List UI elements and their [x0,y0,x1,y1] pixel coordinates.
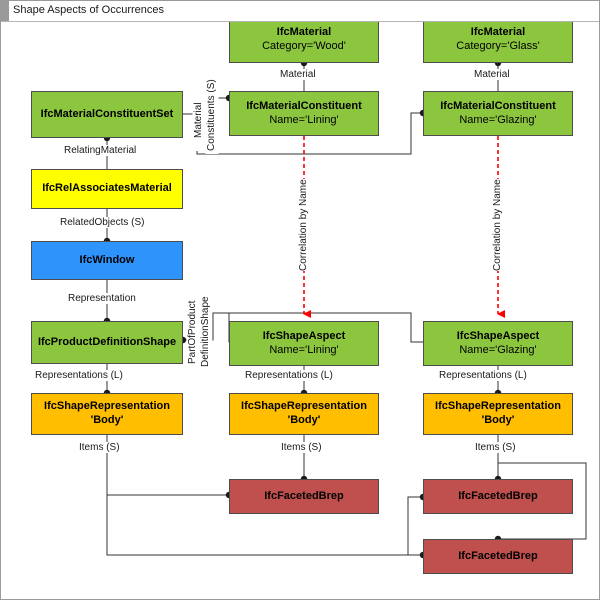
node-title: IfcShapeAspect [262,329,346,342]
edge-label-material-constituents-line2: Constituents (S) [206,76,219,154]
node-ifcshaperepresentation-body-3[interactable]: IfcShapeRepresentation 'Body' [423,393,573,435]
node-ifcfacetedbrep-2[interactable]: IfcFacetedBrep [423,479,573,514]
node-title: IfcMaterialConstituentSet [40,107,174,120]
node-ifcmaterialconstituentset[interactable]: IfcMaterialConstituentSet [31,91,183,138]
edge-label-relatedobjects: RelatedObjects (S) [59,217,146,229]
node-title: IfcShapeRepresentation [44,400,170,413]
node-ifcshaperepresentation-body-2[interactable]: IfcShapeRepresentation 'Body' [229,393,379,435]
node-title: IfcRelAssociatesMaterial [42,182,172,195]
node-title: IfcMaterial [276,25,332,38]
diagram-title-bar: Shape Aspects of Occurrences [1,1,599,22]
node-title: IfcWindow [79,253,135,266]
node-subtitle: Category='Wood' [262,39,346,52]
edge-label-correlation-lining: Correlation by Name [297,179,311,271]
edge-label-representations-right: Representations (L) [438,370,528,382]
node-subtitle: 'Body' [90,414,124,426]
node-subtitle: 'Body' [481,414,515,426]
node-ifcmaterial-glass[interactable]: IfcMaterial Category='Glass' [423,16,573,63]
node-ifcshapeaspect-glazing[interactable]: IfcShapeAspect Name='Glazing' [423,321,573,366]
edge-label-items-left: Items (S) [78,442,121,454]
node-subtitle: 'Body' [287,414,321,426]
edge-label-representations-left: Representations (L) [34,370,124,382]
node-title: IfcMaterial [470,25,526,38]
edge-label-material-glass: Material [473,69,511,81]
node-title: IfcFacetedBrep [264,489,344,502]
node-subtitle: Name='Glazing' [459,113,537,126]
node-title: IfcShapeAspect [456,329,540,342]
node-subtitle: Name='Glazing' [459,343,537,356]
node-ifcshaperepresentation-body-1[interactable]: IfcShapeRepresentation 'Body' [31,393,183,435]
edge-label-material-constituents-line1: Material [193,89,206,151]
page-title: Shape Aspects of Occurrences [13,4,165,16]
edge-label-items-right: Items (S) [474,442,517,454]
edge-label-partofproduct-line2: DefinitionShape [200,293,213,371]
edge-label-partofproduct-line1: PartOfProduct [187,296,200,368]
node-title: IfcProductDefinitionShape [37,335,177,348]
edge-label-representations-mid: Representations (L) [244,370,334,382]
node-title: IfcShapeRepresentation [435,400,561,413]
node-ifcmaterialconstituent-glazing[interactable]: IfcMaterialConstituent Name='Glazing' [423,91,573,136]
node-ifcrelassociatesmaterial[interactable]: IfcRelAssociatesMaterial [31,169,183,209]
node-title: IfcMaterialConstituent [246,99,362,112]
node-title: IfcMaterialConstituent [440,99,556,112]
node-ifcwindow[interactable]: IfcWindow [31,241,183,280]
edge-label-relatingmaterial: RelatingMaterial [63,145,138,157]
node-subtitle: Name='Lining' [269,113,339,126]
node-subtitle: Category='Glass' [456,39,540,52]
node-title: IfcShapeRepresentation [241,400,367,413]
node-ifcmaterial-wood[interactable]: IfcMaterial Category='Wood' [229,16,379,63]
node-subtitle: Name='Lining' [269,343,339,356]
node-ifcproductdefinitionshape[interactable]: IfcProductDefinitionShape [31,321,183,364]
edge-label-material-wood: Material [279,69,317,81]
node-ifcshapeaspect-lining[interactable]: IfcShapeAspect Name='Lining' [229,321,379,366]
node-title: IfcFacetedBrep [458,549,538,562]
edge-label-correlation-glazing: Correlation by Name [491,179,505,271]
title-bar-accent [1,1,9,21]
node-ifcfacetedbrep-3[interactable]: IfcFacetedBrep [423,539,573,574]
node-ifcmaterialconstituent-lining[interactable]: IfcMaterialConstituent Name='Lining' [229,91,379,136]
node-title: IfcFacetedBrep [458,489,538,502]
node-ifcfacetedbrep-1[interactable]: IfcFacetedBrep [229,479,379,514]
edge-label-items-mid: Items (S) [280,442,323,454]
edge-label-representation: Representation [67,293,137,305]
